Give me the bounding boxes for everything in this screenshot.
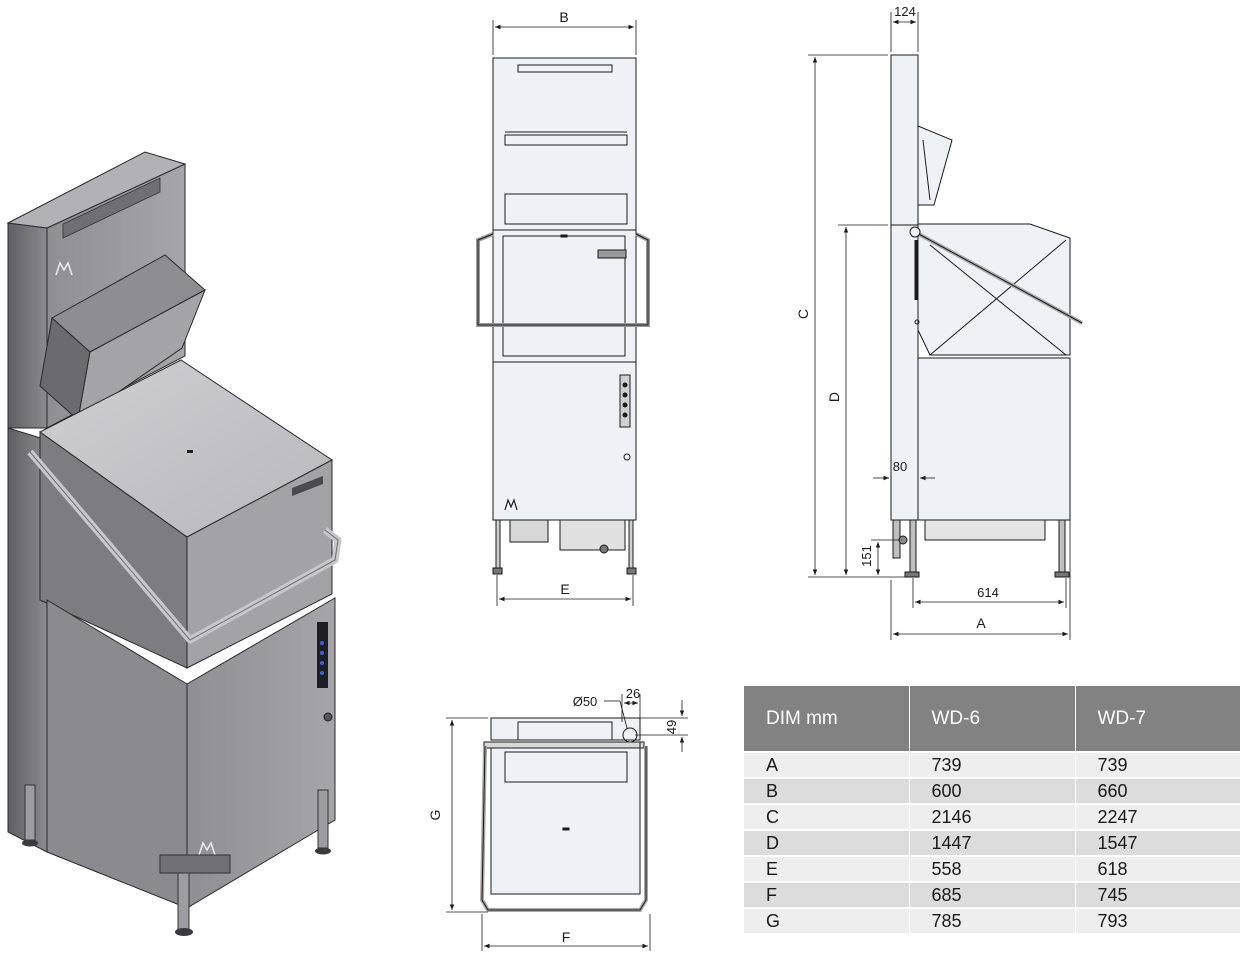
top-dimensions <box>446 694 688 951</box>
logo-icon <box>198 841 216 856</box>
cell-wd7: 660 <box>1075 777 1240 804</box>
cell-wd6: 785 <box>909 907 1076 933</box>
hood-handle-slot <box>187 450 193 453</box>
table-row: E 558 618 <box>744 855 1240 882</box>
cell-wd6: 600 <box>909 777 1076 804</box>
table-row: B 600 660 <box>744 777 1240 804</box>
cell-wd6: 739 <box>909 751 1076 778</box>
cell-dim: E <box>744 855 910 882</box>
dim-label-80: 80 <box>893 459 907 474</box>
cell-wd7: 745 <box>1075 881 1240 908</box>
control-panel <box>317 622 328 688</box>
dim-label-124: 124 <box>894 4 916 19</box>
front-dimensions <box>492 20 637 606</box>
side-dimensions <box>808 12 1071 640</box>
cell-dim: C <box>744 803 910 830</box>
cell-dim: D <box>744 829 910 856</box>
dim-label-e: E <box>560 581 569 597</box>
cell-dim: G <box>744 907 910 933</box>
dimension-table: DIM mm WD-6 WD-7 A 739 739 B 600 660 C 2… <box>744 686 1240 933</box>
cell-wd7: 793 <box>1075 907 1240 933</box>
cell-dim: B <box>744 777 910 804</box>
cell-wd6: 1447 <box>909 829 1076 856</box>
dim-label-g: G <box>427 810 443 821</box>
header-dim: DIM mm <box>744 686 910 752</box>
dim-label-151: 151 <box>859 545 874 567</box>
cell-dim: F <box>744 881 910 908</box>
dim-label-c: C <box>795 309 811 319</box>
table-row: G 785 793 <box>744 907 1240 933</box>
dim-label-a: A <box>976 615 986 631</box>
table-row: D 1447 1547 <box>744 829 1240 856</box>
cell-wd7: 1547 <box>1075 829 1240 856</box>
dim-label-26: 26 <box>626 686 640 701</box>
logo-icon <box>55 261 73 276</box>
front-view <box>476 57 650 575</box>
cell-wd7: 618 <box>1075 855 1240 882</box>
cell-wd7: 739 <box>1075 751 1240 778</box>
logo-icon <box>504 498 518 511</box>
cell-wd6: 2146 <box>909 803 1076 830</box>
cell-wd6: 558 <box>909 855 1076 882</box>
header-wd6: WD-6 <box>909 686 1076 752</box>
product-3d-render <box>6 151 342 936</box>
dim-label-614: 614 <box>977 585 999 600</box>
table-header-row: DIM mm WD-6 WD-7 <box>744 686 1240 752</box>
header-wd7: WD-7 <box>1075 686 1240 752</box>
table-row: C 2146 2247 <box>744 803 1240 830</box>
dim-label-b: B <box>559 9 568 25</box>
top-view <box>479 717 648 912</box>
cell-wd7: 2247 <box>1075 803 1240 830</box>
dim-label-diameter: Ø50 <box>573 694 598 709</box>
dim-label-49: 49 <box>664 720 679 734</box>
table-row: F 685 745 <box>744 881 1240 908</box>
dim-label-d: D <box>826 392 842 402</box>
cell-dim: A <box>744 751 910 778</box>
dim-label-f: F <box>562 929 571 945</box>
table-row: A 739 739 <box>744 751 1240 778</box>
side-view <box>890 54 1083 578</box>
cell-wd6: 685 <box>909 881 1076 908</box>
